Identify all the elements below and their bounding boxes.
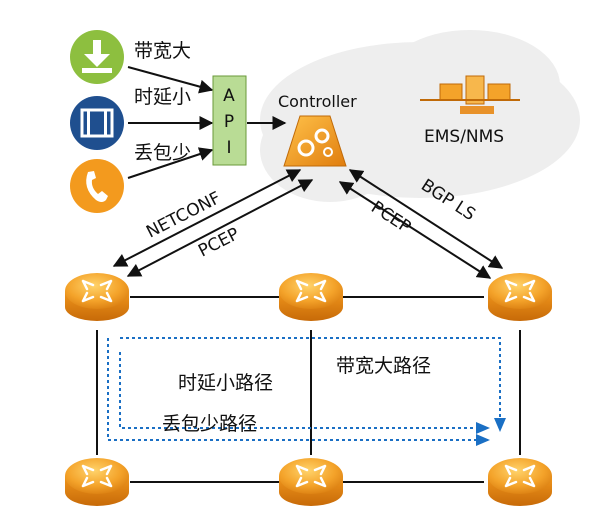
dotted-paths	[107, 337, 501, 441]
right-inner-link	[338, 181, 492, 279]
router-top-middle-icon	[279, 273, 343, 321]
bandwidth-path-label: 带宽大路径	[336, 355, 431, 377]
path-arrowheads	[476, 418, 506, 446]
ems-icon	[420, 75, 520, 114]
bandwidth-path-line	[120, 337, 501, 428]
loss-path-line	[107, 338, 488, 441]
router-top-left-icon	[65, 273, 129, 321]
bandwidth-arrow	[127, 66, 214, 94]
latency-label: 时延小	[134, 86, 191, 108]
routers	[65, 273, 552, 506]
api-letter-p: P	[224, 112, 234, 132]
left-inner-link	[126, 179, 314, 277]
router-bottom-right-icon	[488, 458, 552, 506]
controller-icon	[283, 115, 347, 167]
api-letter-i: I	[226, 138, 231, 158]
right-pcep-label: PCEP	[367, 197, 414, 237]
ems-label: EMS/NMS	[424, 127, 504, 147]
loss-service-icon	[70, 159, 124, 213]
router-bottom-middle-icon	[279, 458, 343, 506]
api-letter-a: A	[223, 86, 235, 106]
router-top-right-icon	[488, 273, 552, 321]
controller-label: Controller	[278, 92, 357, 111]
router-bottom-left-icon	[65, 458, 129, 506]
loss-label: 丢包少	[134, 142, 191, 164]
bandwidth-service-icon	[70, 30, 124, 84]
network-links	[96, 296, 521, 483]
latency-service-icon	[70, 96, 124, 150]
api-box	[212, 75, 247, 166]
bandwidth-label: 带宽大	[134, 40, 191, 62]
latency-path-label: 时延小路径	[178, 372, 273, 394]
loss-path-label: 丢包少路径	[162, 413, 257, 435]
latency-path-line	[119, 352, 488, 429]
